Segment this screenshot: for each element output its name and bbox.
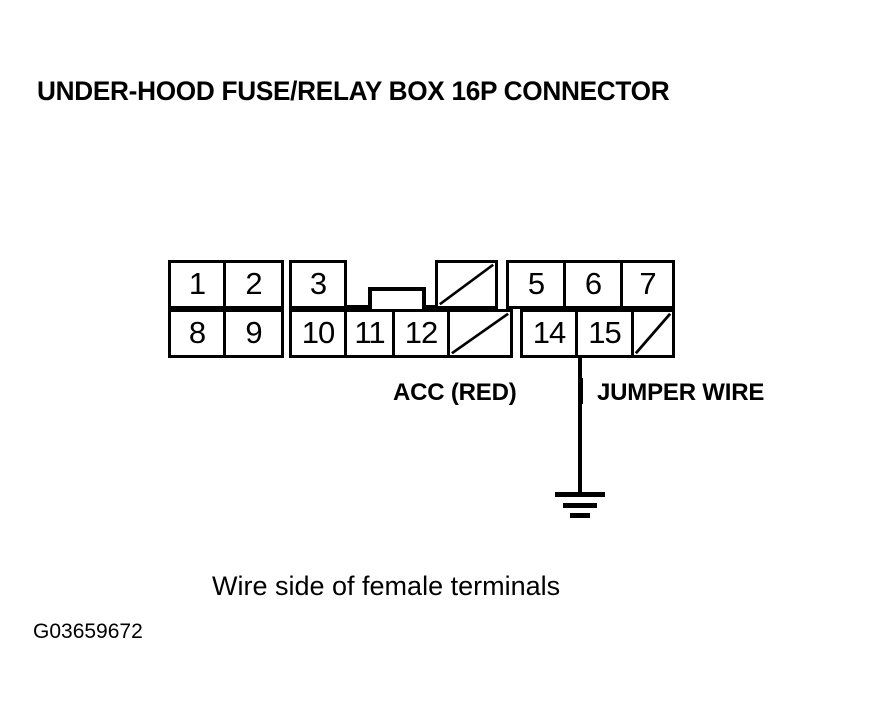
pin-cell-15: 15 bbox=[578, 309, 634, 358]
pin-label-8: 8 bbox=[188, 315, 206, 350]
page-title: UNDER-HOOD FUSE/RELAY BOX 16P CONNECTOR bbox=[37, 76, 670, 106]
ground-symbol-bar-1 bbox=[555, 492, 605, 497]
acc-wire-label: ACC (RED) bbox=[393, 379, 517, 406]
pin-label-2: 2 bbox=[245, 266, 262, 301]
pin-label-10: 10 bbox=[301, 315, 335, 350]
pin-cell-12: 12 bbox=[395, 309, 450, 358]
diagram-caption: Wire side of female terminals bbox=[212, 571, 561, 601]
ground-symbol-bar-2 bbox=[563, 503, 597, 508]
pin-label-3: 3 bbox=[309, 266, 327, 301]
connector-diagram: 1 2 3 5 6 7 8 bbox=[168, 260, 675, 358]
pin-label-9: 9 bbox=[245, 315, 262, 350]
pin-label-6: 6 bbox=[584, 266, 602, 301]
connector-locking-tab bbox=[368, 287, 426, 313]
pin-cell-13-blank bbox=[450, 309, 513, 358]
jumper-wire-line bbox=[578, 358, 582, 494]
pin-cell-6: 6 bbox=[566, 260, 623, 309]
pin-cell-3: 3 bbox=[289, 260, 347, 309]
pin-cell-9: 9 bbox=[226, 309, 284, 358]
pin-label-12: 12 bbox=[404, 315, 438, 350]
ground-symbol-bar-3 bbox=[570, 513, 590, 518]
label-divider bbox=[580, 378, 583, 404]
pin-label-7: 7 bbox=[639, 266, 656, 301]
pin-cell-10: 10 bbox=[289, 309, 347, 358]
jumper-wire-label: JUMPER WIRE bbox=[597, 379, 765, 406]
pin-cell-16-blank bbox=[634, 309, 675, 358]
pin-cell-4-blank bbox=[435, 260, 498, 309]
pin-cell-8: 8 bbox=[168, 309, 226, 358]
pin-cell-14: 14 bbox=[520, 309, 578, 358]
pin-cell-1: 1 bbox=[168, 260, 226, 309]
pin-label-14: 14 bbox=[532, 315, 566, 350]
pin-cell-5: 5 bbox=[506, 260, 566, 309]
pin-label-11: 11 bbox=[354, 315, 385, 350]
figure-reference-code: G03659672 bbox=[33, 620, 143, 643]
pin-cell-7: 7 bbox=[623, 260, 675, 309]
pin-cell-2: 2 bbox=[226, 260, 284, 309]
pin-label-15: 15 bbox=[588, 315, 621, 350]
pin-label-5: 5 bbox=[527, 266, 545, 301]
pin-label-1: 1 bbox=[188, 266, 206, 301]
pin-cell-11: 11 bbox=[347, 309, 395, 358]
connector-bottom-row: 8 9 10 11 12 14 15 bbox=[168, 309, 675, 358]
